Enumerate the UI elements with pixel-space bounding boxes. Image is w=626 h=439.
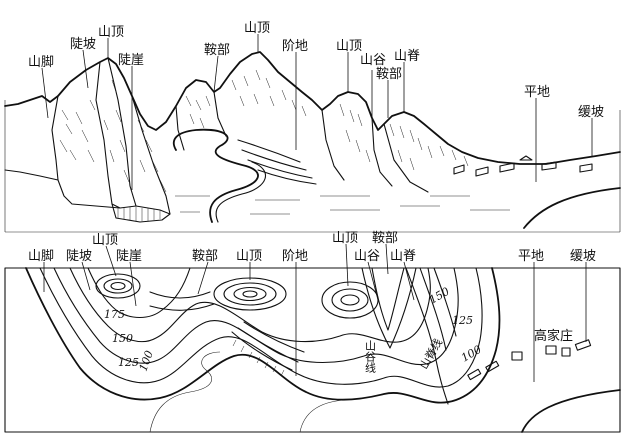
landscape-panel: 山脚 陡坡 山顶 陡崖 鞍部 山顶 阶地 山顶 山谷 鞍部 山脊 平地 缓坡 — [4, 21, 621, 233]
village-houses-3d — [453, 155, 593, 177]
valley-contours — [361, 267, 417, 349]
top-label-shanding-1: 山顶 — [98, 25, 124, 40]
top-label-doupo: 陡坡 — [70, 37, 96, 52]
ridge-line-label: 山脊线 — [416, 336, 445, 372]
top-label-shanding-3: 山顶 — [336, 39, 362, 54]
ridge-contours — [405, 267, 457, 405]
bottom-label-pingdi: 平地 — [518, 249, 544, 264]
top-label-jiedi: 阶地 — [282, 39, 308, 54]
bottom-label-anbu-1: 鞍部 — [192, 248, 218, 264]
bottom-label-anbu-2: 鞍部 — [372, 230, 398, 246]
summit-contours — [213, 277, 287, 311]
bottom-label-jiedi: 阶地 — [282, 249, 308, 264]
top-label-douya: 陡崖 — [118, 53, 144, 68]
valley-line-label: 山谷线 — [364, 340, 377, 373]
contour-value-150-right: 150 — [427, 285, 452, 307]
terrace-lines — [237, 139, 317, 185]
top-label-anbu-2: 鞍部 — [376, 66, 402, 82]
top-label-shanjiao: 山脚 — [28, 54, 54, 70]
bottom-label-shanjiao: 山脚 — [28, 248, 54, 264]
contour-value-150-left: 150 — [112, 332, 133, 345]
stream-line — [149, 351, 221, 433]
contour-value-125-right: 125 — [452, 314, 473, 327]
top-label-pingdi: 平地 — [524, 85, 550, 100]
top-label-shanding-2: 山顶 — [244, 21, 270, 36]
top-label-anbu-1: 鞍部 — [204, 42, 230, 58]
village-houses-plan — [467, 339, 592, 381]
contour-value-125-left: 125 — [118, 356, 139, 369]
winding-road — [172, 128, 259, 223]
contour-value-100-left: 100 — [137, 349, 156, 373]
contour-map-panel: 175 150 125 100 150 125 100 高家庄 山谷线 山脊线 … — [4, 230, 621, 433]
bottom-label-huanpo: 缓坡 — [570, 249, 596, 264]
bottom-label-shanding-2: 山顶 — [236, 249, 262, 264]
top-label-shanji: 山脊 — [394, 49, 420, 64]
bottom-label-shangu: 山谷 — [354, 249, 380, 264]
top-label-huanpo: 缓坡 — [578, 105, 604, 120]
contour-value-100-right: 100 — [459, 343, 484, 365]
cliff-face — [111, 203, 171, 223]
terrace-contours — [231, 321, 305, 371]
contour-value-175: 175 — [104, 308, 125, 321]
bottom-label-shanding-3: 山顶 — [332, 231, 358, 246]
bottom-label-shanji: 山脊 — [390, 249, 416, 264]
bottom-label-shanding-1: 山顶 — [92, 233, 118, 248]
top-label-shangu: 山谷 — [360, 53, 386, 68]
bottom-label-douya: 陡崖 — [116, 249, 142, 264]
contour-map-frame — [4, 267, 621, 433]
village-label: 高家庄 — [534, 328, 573, 344]
bottom-label-doupo: 陡坡 — [66, 249, 92, 264]
